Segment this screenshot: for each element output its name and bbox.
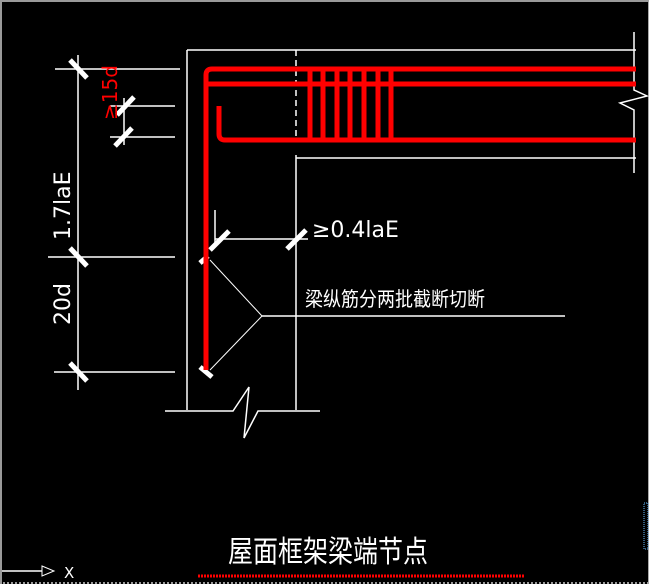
tick-20d-bottom bbox=[68, 361, 89, 383]
rebar-group bbox=[203, 66, 636, 370]
rebar-bottom-hook bbox=[216, 106, 636, 143]
drawing-title: 屋面框架梁端节点 bbox=[228, 535, 428, 570]
leader-upper bbox=[209, 259, 263, 317]
dim-text-20d: 20d bbox=[51, 283, 76, 325]
tick-20d-top bbox=[68, 246, 89, 268]
annotation-text: 梁纵筋分两批截断切断 bbox=[305, 287, 485, 311]
tick-04-right bbox=[285, 228, 308, 251]
tick-15d-lower bbox=[113, 126, 134, 148]
beam-break-line bbox=[617, 32, 649, 173]
dim-text-04: ≥0.4laE bbox=[312, 218, 399, 243]
tick-15d-upper bbox=[115, 95, 136, 117]
tick-top bbox=[68, 58, 89, 80]
stirrups bbox=[307, 69, 394, 140]
dim-text-lap: 1.7laE bbox=[51, 172, 76, 240]
tick-04-left bbox=[208, 229, 231, 252]
leader-lower bbox=[209, 315, 263, 371]
selection-grip[interactable] bbox=[643, 502, 649, 550]
dimension-ticks bbox=[68, 58, 308, 383]
dim-text-15d: ≥15d bbox=[98, 65, 122, 120]
ucs-icon bbox=[2, 565, 56, 577]
column-break-line bbox=[165, 386, 320, 439]
ucs-axis-label: X bbox=[64, 564, 74, 582]
rebar-top-main bbox=[203, 66, 636, 370]
cut-mark-lower bbox=[198, 365, 214, 379]
